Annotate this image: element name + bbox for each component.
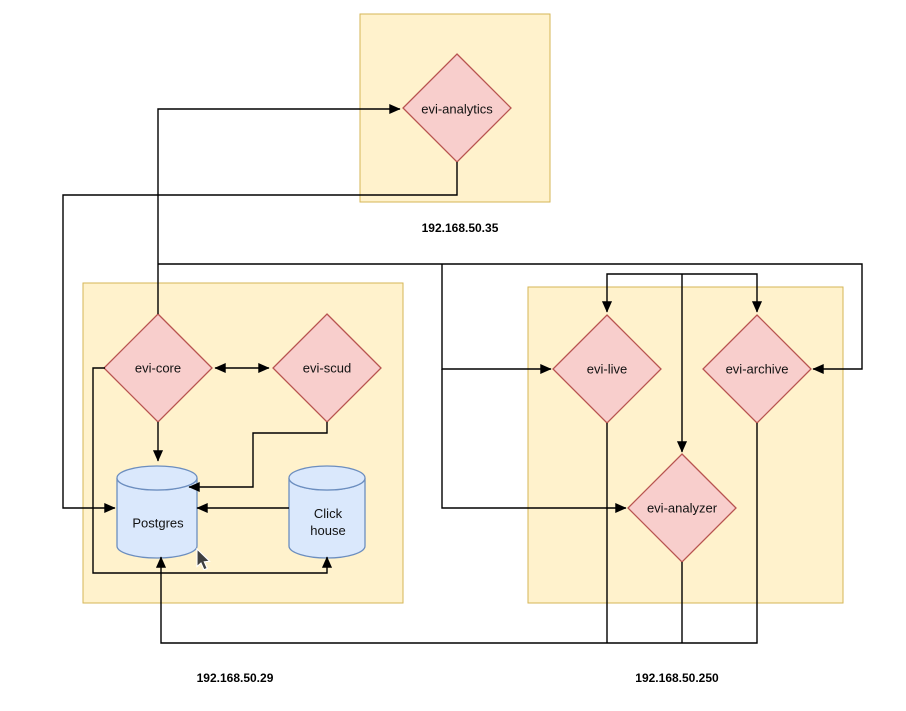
edge-branch-to-analyzer	[441, 369, 627, 514]
edge-scud-to-postgres	[188, 422, 328, 493]
node-shapes	[103, 53, 812, 563]
node-clickhouse[interactable]	[288, 465, 366, 559]
edge-analytics-to-postgres	[62, 162, 458, 514]
mouse-cursor	[196, 547, 211, 571]
node-postgres[interactable]	[116, 465, 198, 559]
edge-core-to-archive	[158, 263, 863, 375]
edge-layer	[62, 103, 863, 644]
edge-archive-to-postgres	[155, 423, 758, 644]
edge-core-to-clickhouse	[92, 367, 333, 574]
edge-core-to-analytics	[157, 103, 401, 314]
